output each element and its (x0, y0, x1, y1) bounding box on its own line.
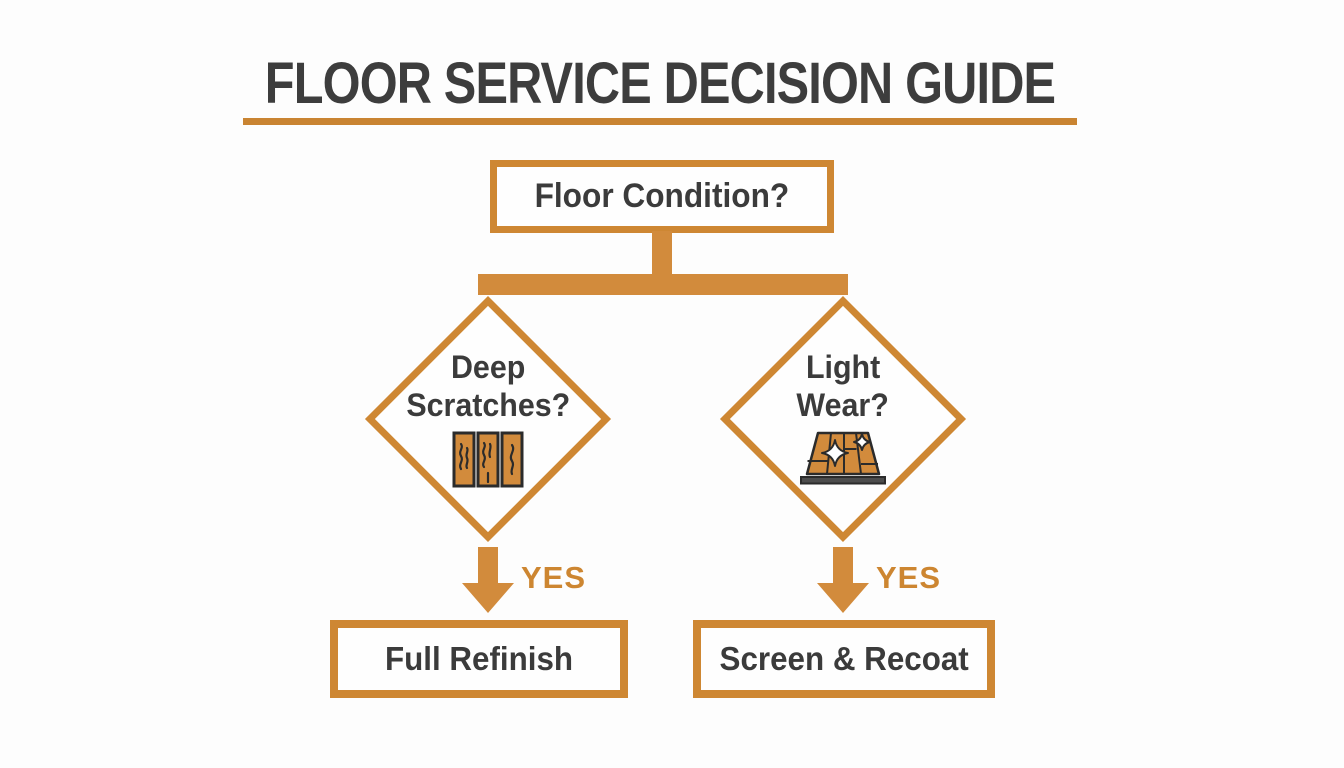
decision-content-light-wear: Light Wear? (723, 348, 963, 508)
question-line: Scratches? (406, 387, 570, 423)
sparkling-floor-icon (800, 431, 886, 485)
question-line: Wear? (796, 387, 890, 423)
title-underline (243, 118, 1077, 125)
page-title: FLOOR SERVICE DECISION GUIDE (264, 51, 1056, 116)
result-box-full-refinish: Full Refinish (330, 620, 628, 698)
question-line: Deep (450, 349, 526, 385)
yes-label-left: YES (521, 560, 587, 595)
connector-stem (652, 231, 672, 277)
yes-arrow-left (462, 547, 514, 613)
result-box-screen-recoat: Screen & Recoat (693, 620, 995, 698)
node-floor-condition-label: Floor Condition? (534, 177, 790, 215)
result-label: Screen & Recoat (719, 640, 969, 677)
yes-arrow-right (817, 547, 869, 613)
result-label: Full Refinish (384, 640, 574, 677)
cracked-planks-icon (452, 431, 524, 488)
node-floor-condition: Floor Condition? (490, 160, 834, 233)
decision-content-deep-scratches: Deep Scratches? (368, 348, 608, 508)
question-line: Light (805, 349, 881, 385)
yes-label-right: YES (876, 560, 942, 595)
connector-bar (478, 274, 848, 295)
